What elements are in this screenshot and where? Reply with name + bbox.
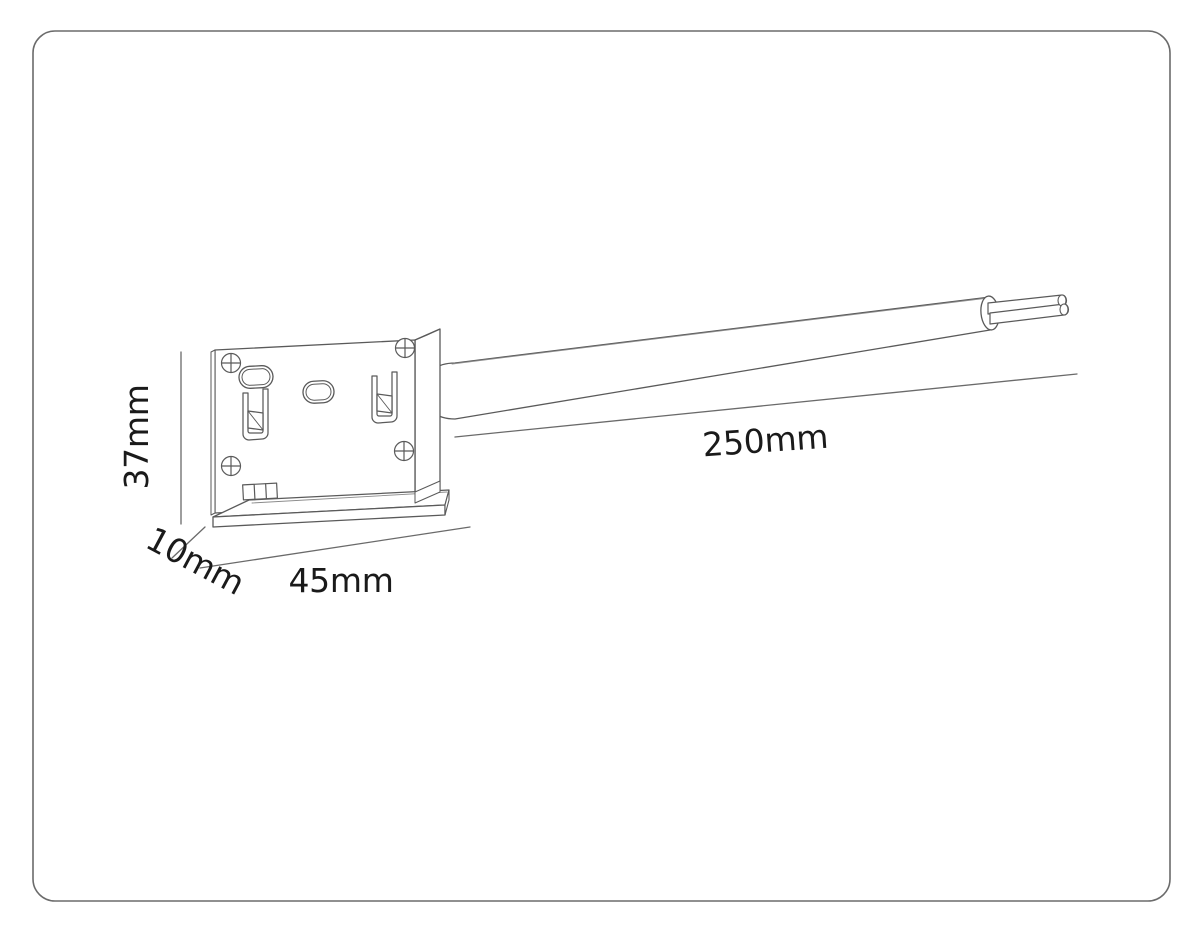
dimension-lines [171,351,1078,569]
dimension-label-cable-length: 250mm [701,417,829,465]
spring-clips-group [242,371,398,441]
terminal-block [242,482,278,501]
base-plate-riser [414,480,441,504]
dimension-label-width: 45mm [288,561,393,600]
oval-slot-center [302,380,335,404]
screw-top-right [394,337,416,359]
side-plate-top-chamfer [414,328,441,341]
spring-clip-right [371,371,398,424]
screw-top-left [220,352,242,374]
dimension-line-width [199,526,471,569]
dimension-label-height: 37mm [117,384,156,489]
face-plate-left-edge [210,349,216,516]
oval-slot-left [238,365,274,389]
cable-stripped-end [987,294,1070,325]
base-plate-right-end [444,489,450,516]
dimension-line-cable [454,373,1078,438]
cable-highlight-line [451,297,989,365]
screw-bottom-left [220,455,242,477]
oval-slots-group [238,365,335,404]
side-plate [414,328,441,504]
bracket-assembly [210,294,1070,528]
spring-clip-left [242,388,269,441]
dimension-line-depth [171,526,206,559]
screws-group [220,337,416,477]
rounded-border [32,30,1171,902]
screw-bottom-right [393,440,415,462]
base-plate [212,480,450,528]
conductor-lower-tip [1059,303,1069,316]
